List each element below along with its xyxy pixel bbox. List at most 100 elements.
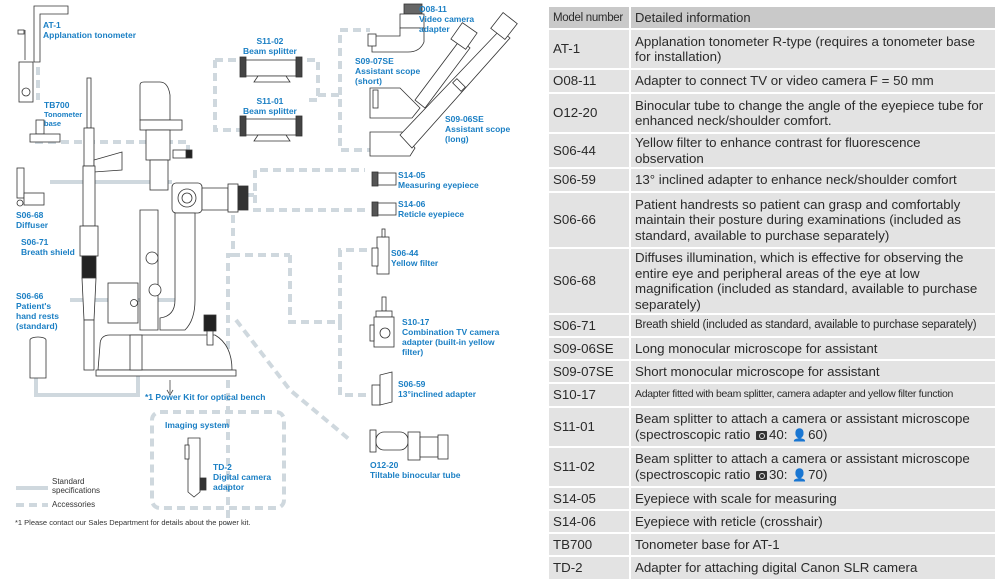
model-cell: S06-68 [547, 247, 631, 315]
label-code: S14-05 [398, 170, 426, 180]
info-cell: Beam splitter to attach a camera or assi… [629, 446, 997, 488]
digital-camera-adaptor-drawing [184, 437, 207, 498]
connector-accessory [318, 28, 370, 152]
label-s11-01: S11-01 Beam splitter [243, 96, 297, 116]
label-code: S11-01 [256, 96, 284, 106]
label-at-1: AT-1 Applanation tonometer [43, 20, 136, 40]
model-cell: S06-71 [547, 313, 631, 338]
info-cell: Long monocular microscope for assistant [629, 336, 997, 361]
model-cell: TD-2 [547, 555, 631, 581]
camera-icon [756, 470, 767, 480]
info-cell: Eyepiece with reticle (crosshair) [629, 509, 997, 534]
label-name: Beam splitter [243, 106, 297, 116]
info-cell: Eyepiece with scale for measuring [629, 486, 997, 511]
label-s06-68: S06-68 Diffuser [16, 210, 48, 230]
model-cell: S09-07SE [547, 359, 631, 384]
diffuser-drawing [16, 167, 45, 207]
measuring-eyepiece-drawing [371, 171, 397, 187]
label-s14-06: S14-06 Reticle eyepiece [398, 199, 464, 219]
label-name: 13°inclined adapter [398, 389, 477, 399]
table-row: S11-01 Beam splitter to attach a camera … [547, 406, 997, 448]
imaging-system-box [150, 410, 286, 510]
header-detailed-information: Detailed information [629, 5, 997, 30]
label-name: Beam splitter [243, 46, 297, 56]
assistant-scope-short-drawing [369, 22, 478, 119]
info-cell: Tonometer base for AT-1 [629, 532, 997, 557]
info-cell: Adapter to connect TV or video camera F … [629, 68, 997, 94]
info-cell: 13° inclined adapter to enhance neck/sho… [629, 167, 997, 193]
table-header-row: Model number Detailed information [547, 5, 997, 30]
label-s10-17: S10-17 Combination TV camera adapter (bu… [402, 317, 502, 357]
connector-accessory [226, 215, 290, 525]
label-name: Measuring eyepiece [398, 180, 479, 190]
info-cell: Adapter fitted with beam splitter, camer… [629, 382, 997, 408]
label-name: Reticle eyepiece [398, 209, 465, 219]
label-name: Combination TV camera adapter (built-in … [402, 327, 500, 357]
label-code: TD-2 [213, 462, 232, 472]
connector-accessory [215, 58, 320, 102]
video-camera-adapter-drawing [367, 3, 425, 53]
label-name: Patient's hand rests (standard) [16, 301, 59, 331]
label-name: Tonometer base [44, 110, 83, 128]
label-td-2: TD-2 Digital camera adaptor [213, 462, 283, 492]
label-name: Video camera adapter [419, 14, 475, 34]
label-s14-05: S14-05 Measuring eyepiece [398, 170, 479, 190]
model-cell: AT-1 [547, 28, 631, 70]
label-name: Assistant scope (short) [355, 66, 421, 86]
model-cell: TB700 [547, 532, 631, 557]
legend-accessories: Accessories [52, 500, 96, 509]
assistant-ratio: 60) [808, 426, 828, 442]
tonometer-base-drawing [29, 119, 61, 143]
assistant-ratio: 70) [808, 466, 828, 482]
connector-accessory [288, 248, 370, 397]
label-code: S06-59 [398, 379, 426, 389]
info-cell: Short monocular microscope for assistant [629, 359, 997, 384]
label-name: Diffuser [16, 220, 49, 230]
label-s06-66: S06-66 Patient's hand rests (standard) [16, 291, 66, 331]
imaging-system-label: Imaging system [165, 420, 230, 430]
model-cell: S10-17 [547, 382, 631, 408]
label-code: O08-11 [419, 4, 447, 14]
info-text: Beam splitter to attach a camera or assi… [635, 451, 970, 482]
label-code: S10-17 [402, 317, 430, 327]
assistant-scope-long-drawing [369, 12, 518, 157]
connector-accessory [234, 318, 352, 442]
label-s09-06se: S09-06SE Assistant scope (long) [445, 114, 517, 144]
label-code: S06-68 [16, 210, 44, 220]
combination-adapter-drawing [369, 296, 395, 348]
label-o12-20: O12-20 Tiltable binocular tube [370, 460, 461, 480]
label-code: S06-66 [16, 291, 44, 301]
info-cell: Binocular tube to change the angle of th… [629, 92, 997, 134]
model-cell: O12-20 [547, 92, 631, 134]
label-s06-44: S06-44 Yellow filter [391, 248, 438, 268]
legend-standard: Standard specifications [52, 477, 101, 495]
info-cell: Beam splitter to attach a camera or assi… [629, 406, 997, 448]
model-cell: S06-66 [547, 191, 631, 249]
diagram-drawing [16, 3, 518, 525]
label-s09-07se: S09-07SE Assistant scope (short) [355, 56, 427, 86]
camera-ratio: 30: [769, 466, 788, 482]
model-cell: O08-11 [547, 68, 631, 94]
label-name: Yellow filter [391, 258, 439, 268]
connector-accessory [213, 60, 245, 132]
person-icon: 👤 [792, 467, 808, 482]
label-tb700: TB700 Tonometer base [44, 100, 84, 128]
label-code: S09-06SE [445, 114, 484, 124]
label-name: Digital camera adaptor [213, 472, 272, 492]
info-cell: Breath shield (included as standard, ava… [629, 313, 997, 338]
model-cell: S06-44 [547, 132, 631, 169]
header-model-number: Model number [547, 5, 631, 30]
tonometer-drawing [17, 5, 69, 103]
slit-lamp-body-drawing [95, 81, 249, 377]
